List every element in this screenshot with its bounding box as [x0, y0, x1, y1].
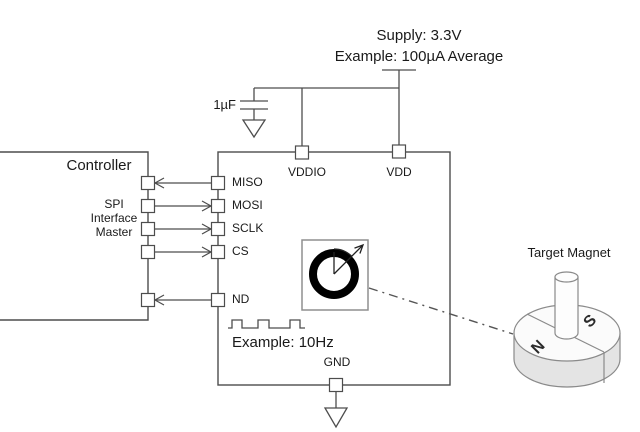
capacitor-value-label: 1µF: [213, 97, 236, 112]
bypass-capacitor-symbol: [240, 100, 268, 139]
supply-voltage-label: Supply: 3.3V: [376, 27, 462, 44]
magnet-shaft: [554, 277, 579, 340]
angle-arrow-line: [333, 245, 363, 275]
vddio-pin-label: VDDIO: [287, 165, 327, 179]
vdd-pin-label: VDD: [386, 165, 412, 179]
spi-role-line1: SPI: [104, 197, 124, 211]
sensor-gnd-pin: [328, 377, 344, 393]
sclk-pin-label: SCLK: [232, 221, 264, 235]
sensor-cs-pin: [210, 244, 226, 260]
nd-frequency-label: Example: 10Hz: [232, 334, 334, 351]
sensor-nd-pin: [210, 292, 226, 308]
capacitor-ground-symbol: [241, 119, 267, 139]
sensor-sclk-pin: [210, 221, 226, 237]
angle-arc: [333, 248, 353, 257]
gnd-ground-symbol: [323, 392, 349, 429]
supply-wiring: [253, 69, 416, 146]
controller-miso-pin: [140, 175, 156, 191]
sensor-miso-pin: [210, 175, 226, 191]
spi-role-line3: Master: [95, 224, 133, 239]
spi-interface-label: SPI Interface Master: [90, 197, 138, 239]
sensing-axis-line: [368, 287, 514, 335]
mosi-pin-label: MOSI: [232, 198, 263, 212]
sensor-pins: [210, 144, 407, 393]
angle-arrow-head: [354, 243, 365, 254]
cs-pin-label: CS: [232, 244, 249, 258]
magnet-shaft-top: [554, 271, 579, 283]
gnd-pin-label: GND: [323, 355, 351, 369]
magnet-title: Target Magnet: [527, 245, 611, 260]
nd-pulse-waveform: [228, 319, 305, 329]
rotation-sensor-icon: [301, 239, 369, 311]
spi-signal-lines: [153, 177, 213, 306]
sensor-mosi-pin: [210, 198, 226, 214]
controller-mosi-pin: [140, 198, 156, 214]
controller-nd-pin: [140, 292, 156, 308]
controller-title: Controller: [66, 157, 132, 174]
controller-cs-pin: [140, 244, 156, 260]
controller-sclk-pin: [140, 221, 156, 237]
supply-current-label: Example: 100µA Average: [334, 48, 504, 65]
nd-pin-label: ND: [232, 292, 250, 306]
spi-role-line2: Interface: [90, 210, 138, 225]
target-magnet-illustration: N S: [513, 271, 621, 388]
controller-pins: [140, 175, 156, 308]
sensor-vdd-pin: [391, 144, 407, 159]
miso-pin-label: MISO: [232, 175, 263, 189]
sensor-vddio-pin: [294, 145, 310, 160]
